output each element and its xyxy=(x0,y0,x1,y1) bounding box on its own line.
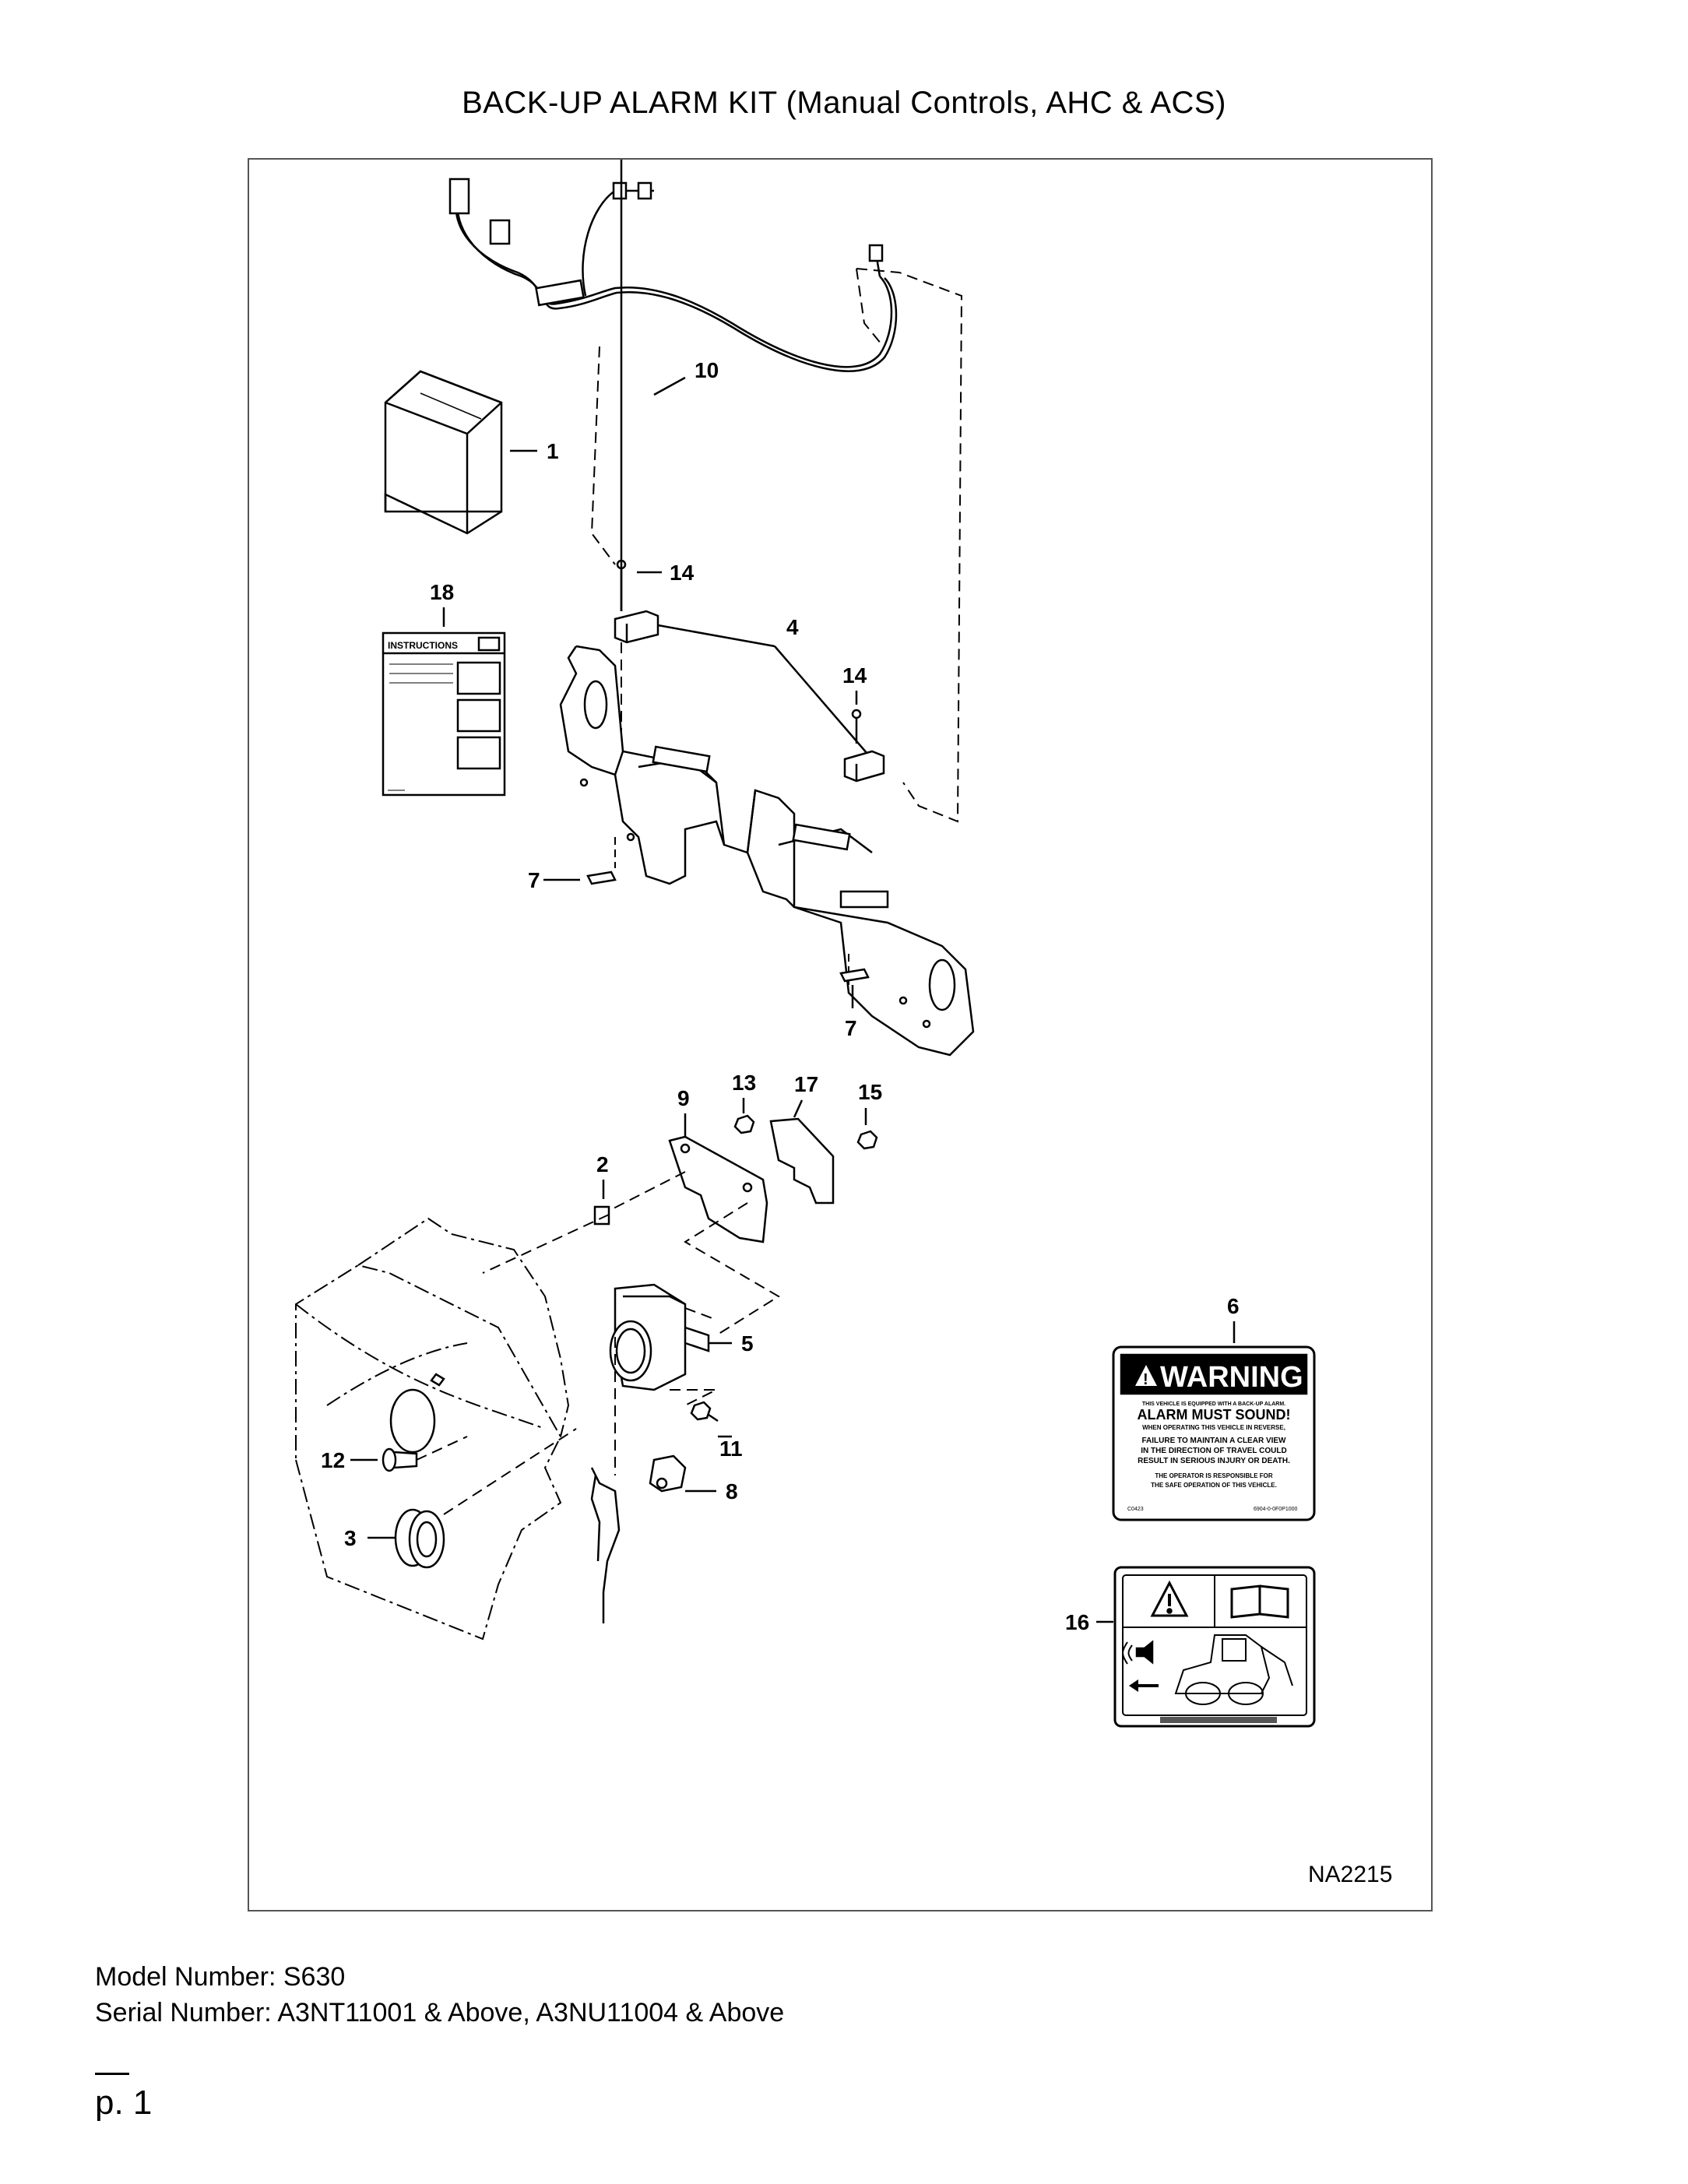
warning-line-6: THE OPERATOR IS RESPONSIBLE FOR xyxy=(1155,1472,1273,1479)
callout-17: 17 xyxy=(794,1072,818,1096)
mounting-bracket-part xyxy=(559,645,975,1057)
warning-decal: ! WARNING THIS VEHICLE IS EQUIPPED WITH … xyxy=(1112,1345,1316,1521)
machine-body-outline xyxy=(295,1217,570,1641)
switch-part-upper xyxy=(614,610,659,644)
switch-part-lower xyxy=(843,750,885,783)
instructions-label: INSTRUCTIONS xyxy=(388,640,458,651)
callout-12: 12 xyxy=(321,1448,345,1472)
alarm-sound-icon xyxy=(1122,1640,1154,1665)
callout-13: 13 xyxy=(732,1071,756,1095)
nut-part-15 xyxy=(856,1130,878,1150)
callout-3: 3 xyxy=(344,1526,357,1550)
callout-9: 9 xyxy=(677,1086,690,1110)
callout-10: 10 xyxy=(695,358,719,382)
manual-book-icon xyxy=(1230,1584,1289,1619)
reverse-arrow-icon xyxy=(1129,1679,1159,1692)
connector-clip-part xyxy=(649,1454,687,1493)
callout-11: 11 xyxy=(719,1437,743,1461)
warning-line-3: FAILURE TO MAINTAIN A CLEAR VIEW xyxy=(1142,1437,1287,1445)
callout-7-right: 7 xyxy=(845,1016,857,1040)
lead-wire-part xyxy=(590,1467,621,1623)
callout-18: 18 xyxy=(430,580,454,604)
svg-text:!: ! xyxy=(1143,1371,1148,1388)
page-number-rule xyxy=(95,2073,129,2075)
nut-part-13 xyxy=(733,1114,755,1134)
pin-part xyxy=(382,1447,418,1472)
backup-alarm-part xyxy=(609,1283,710,1391)
callout-5: 5 xyxy=(741,1331,754,1356)
serial-number: Serial Number: A3NT11001 & Above, A3NU11… xyxy=(95,1998,785,2027)
callout-2: 2 xyxy=(596,1152,609,1176)
warning-line-2: WHEN OPERATING THIS VEHICLE IN REVERSE, xyxy=(1142,1424,1285,1431)
pictorial-decal xyxy=(1113,1566,1316,1728)
figure-id: NA2215 xyxy=(1308,1862,1392,1887)
callout-7-left: 7 xyxy=(528,868,540,892)
instruction-booklet-part: INSTRUCTIONS xyxy=(382,631,506,797)
wiring-harness-part xyxy=(448,178,898,372)
callout-14-lower: 14 xyxy=(842,663,867,688)
callout-6: 6 xyxy=(1227,1294,1240,1318)
page-number: p. 1 xyxy=(95,2084,153,2122)
pad-part-left xyxy=(586,870,617,885)
skid-steer-loader-icon xyxy=(1174,1634,1293,1705)
callout-4: 4 xyxy=(786,615,799,639)
pad-part-right xyxy=(839,968,870,983)
callout-1: 1 xyxy=(547,439,559,463)
alarm-bracket-part xyxy=(668,1135,768,1243)
exploded-view-drawing: 1 18 INSTRUCTIONS xyxy=(295,160,1392,1887)
parts-diagram: 1 18 INSTRUCTIONS xyxy=(248,158,1433,1911)
screw-part-upper xyxy=(616,160,627,611)
model-number: Model Number: S630 xyxy=(95,1962,346,1992)
page-title: BACK-UP ALARM KIT (Manual Controls, AHC … xyxy=(462,86,1226,120)
warning-subheading: ALARM MUST SOUND! xyxy=(1138,1407,1291,1423)
warning-heading: WARNING xyxy=(1160,1361,1303,1394)
callout-8: 8 xyxy=(726,1479,738,1503)
warning-line-7: THE SAFE OPERATION OF THIS VEHICLE. xyxy=(1151,1482,1277,1489)
callout-14-upper: 14 xyxy=(670,561,695,585)
warning-code-right: 6904-0-0F0P1000 xyxy=(1254,1507,1298,1512)
warning-code-left: C0423 xyxy=(1127,1507,1144,1512)
callout-15: 15 xyxy=(858,1080,882,1104)
kit-box-part xyxy=(384,370,503,535)
gasket-part xyxy=(769,1117,835,1205)
warning-line-5: RESULT IN SERIOUS INJURY OR DEATH. xyxy=(1138,1457,1290,1465)
warning-line-4: IN THE DIRECTION OF TRAVEL COULD xyxy=(1141,1447,1286,1455)
warning-line-1: THIS VEHICLE IS EQUIPPED WITH A BACK-UP … xyxy=(1142,1401,1285,1407)
callout-16: 16 xyxy=(1065,1610,1089,1634)
seal-part xyxy=(394,1508,445,1569)
bolt-part xyxy=(690,1401,719,1423)
